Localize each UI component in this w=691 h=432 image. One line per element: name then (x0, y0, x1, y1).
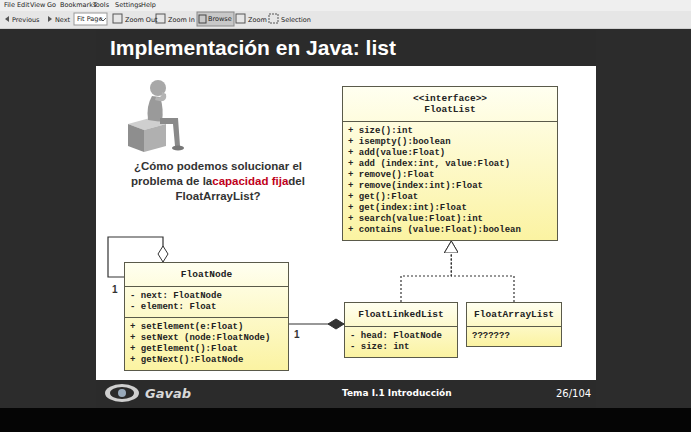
thinker-figure (128, 80, 184, 152)
menu-item: Settings (115, 1, 142, 9)
class-member: + add (index:int, value:Float) (348, 159, 552, 170)
toolbar-button: Selection (281, 16, 311, 24)
toolbar-button: Zoom Out (125, 16, 158, 24)
toolbar-button: Zoom In (168, 16, 195, 24)
class-name: FloatArrayList (472, 309, 556, 320)
class-member: + remove(index:int):Float (348, 181, 552, 192)
menu-item: View (30, 1, 45, 9)
class-name: FloatList (348, 104, 552, 115)
composition-line (289, 323, 344, 324)
multiplicity-label: 1 (293, 329, 301, 340)
realization-line (401, 241, 451, 302)
menu-item: Edit (17, 1, 30, 9)
toolbar-button: Next (55, 16, 70, 24)
class-member: + isempty():boolean (348, 137, 552, 148)
logo-text: Gavab (145, 386, 191, 401)
class-member: + get():Float (348, 192, 552, 203)
class-member: + setNext (node:FloatNode) (130, 333, 283, 344)
class-name: FloatNode (130, 269, 283, 280)
class-compartment: - head: FloatNode- size: int (345, 326, 457, 357)
class-name: FloatLinkedList (350, 309, 452, 320)
menu-item: Bookmarks (60, 1, 96, 9)
class-compartment: - next: FloatNode- element: Float (125, 286, 288, 317)
toolbar-button: Previous (12, 16, 39, 24)
class-member: - next: FloatNode (130, 291, 283, 302)
multiplicity-label: 1 (111, 284, 119, 295)
class-member: ??????? (472, 331, 556, 342)
class-header: FloatLinkedList (345, 303, 457, 326)
slide-title: Implementación en Java: list (110, 34, 396, 62)
menu-item: Help (141, 1, 156, 9)
class-member: + setElement(e:Float) (130, 322, 283, 333)
class-header: FloatArrayList (467, 303, 561, 326)
class-member: + size():int (348, 126, 552, 137)
menu-item: Tools (93, 1, 109, 9)
toolbar-button: Browse (208, 15, 232, 23)
class-member: + getElement():Float (130, 344, 283, 355)
class-compartment: + size():int+ isempty():boolean+ add(val… (343, 121, 557, 240)
class-member: - element: Float (130, 302, 283, 313)
class-member: + remove():Float (348, 170, 552, 181)
class-name: <<interface>> (348, 93, 552, 104)
question-text: ¿Cómo podemos solucionar el problema de … (116, 159, 320, 204)
class-member: + contains (value:Float):boolean (348, 225, 552, 236)
class-header: <<interface>>FloatList (343, 87, 557, 121)
class-member: + search(value:Float):int (348, 214, 552, 225)
menu-item: File (4, 1, 15, 9)
uml-class-box: FloatLinkedList - head: FloatNode- size: … (344, 302, 458, 358)
uml-class-box: <<interface>>FloatList+ size():int+ isem… (342, 86, 558, 241)
class-compartment: ??????? (467, 326, 561, 346)
toolbar-button: Fit Page (77, 15, 102, 23)
uml-class-box: FloatNode - next: FloatNode- element: Flo… (124, 262, 289, 371)
class-member: - size: int (350, 342, 452, 353)
highlight-text: capacidad fija (212, 175, 288, 187)
class-member: + getNext():FloatNode (130, 355, 283, 366)
footer-text: Tema I.1 Introducción (342, 388, 452, 398)
class-header: FloatNode (125, 263, 288, 286)
class-member: + add(value:Float) (348, 148, 552, 159)
class-member: + get(index:int):Float (348, 203, 552, 214)
class-compartment: + setElement(e:Float)+ setNext (node:Flo… (125, 317, 288, 370)
toolbar-button: Zoom (248, 16, 267, 24)
uml-class-box: FloatArrayList??????? (466, 302, 562, 347)
page-number: 26/104 (556, 388, 591, 399)
class-member: - head: FloatNode (350, 331, 452, 342)
menu-item: Go (47, 1, 56, 9)
realization-line (451, 241, 514, 302)
